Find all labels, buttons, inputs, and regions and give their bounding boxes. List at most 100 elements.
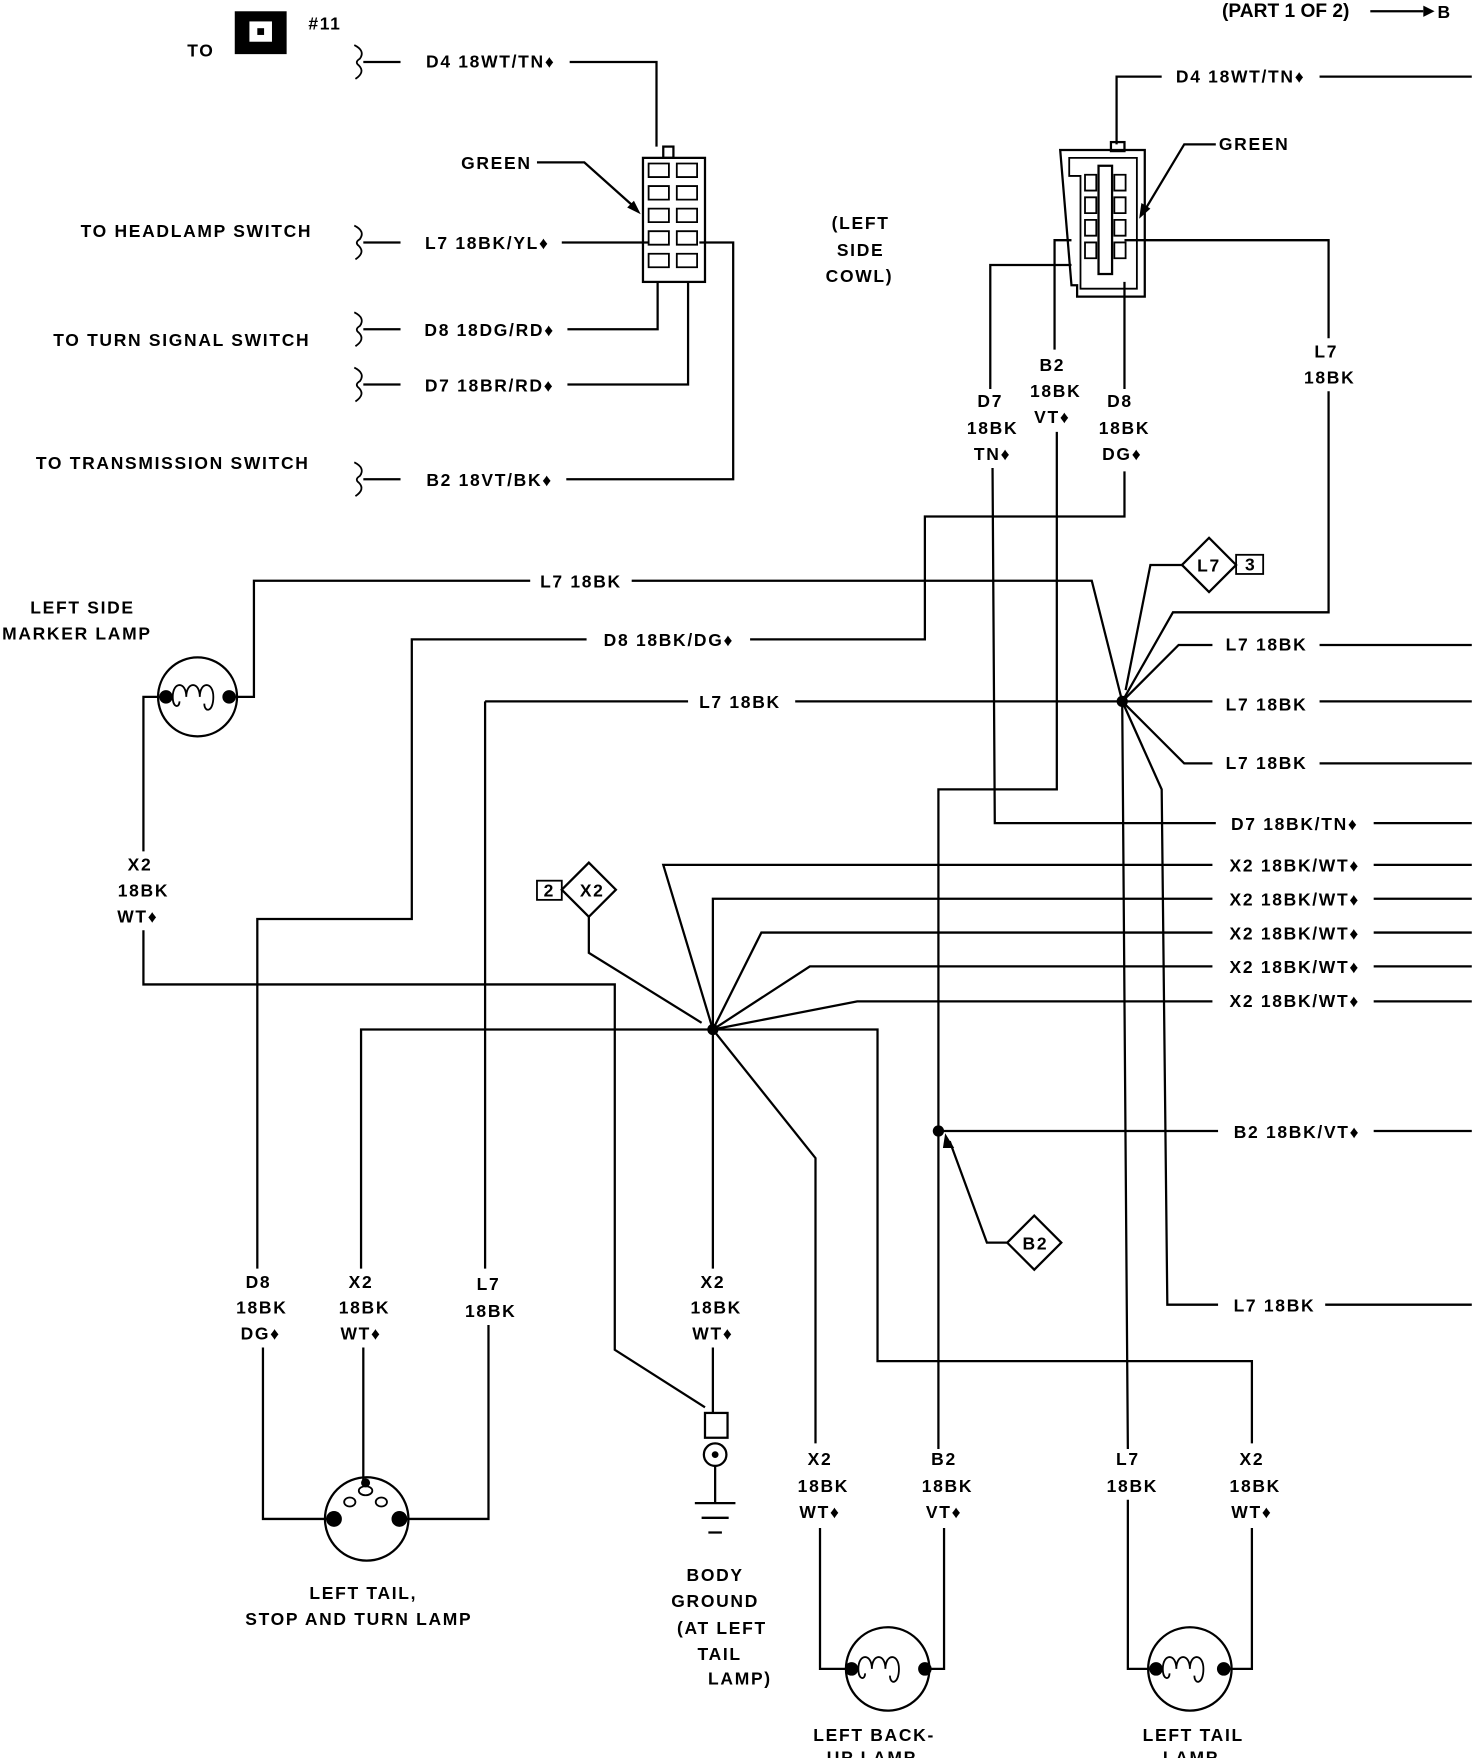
wire-label: D7 (977, 391, 1003, 411)
wire-label: DG♦ (1102, 444, 1142, 464)
splice-number: 3 (1245, 555, 1256, 575)
wire-label: L7 18BK (1226, 694, 1308, 714)
splice-junction-dot (932, 1125, 945, 1137)
lamp-terminal (1216, 1662, 1231, 1676)
wire-label: L7 (1314, 341, 1338, 361)
wire-label: DG♦ (241, 1324, 281, 1344)
wire-label: X2 (808, 1449, 833, 1469)
lamp-terminal (361, 1478, 371, 1488)
splice-number: 2 (544, 880, 555, 900)
ground-label: (AT LEFT (677, 1618, 767, 1638)
lamp-label: LEFT TAIL, (309, 1583, 417, 1603)
wire-d7-right (989, 263, 1472, 825)
wire-break-icon (353, 311, 363, 347)
wire-label: D8 (246, 1272, 272, 1292)
wire-label: L7 18BK (699, 692, 781, 712)
wire-x2-backup (712, 1028, 849, 1671)
wire-label: VT♦ (1034, 407, 1070, 427)
wire-label: L7 18BK (1226, 635, 1308, 655)
lamp-terminal (1149, 1662, 1163, 1676)
wire-label: L7 (1116, 1449, 1140, 1469)
ref-label: B (1438, 2, 1452, 22)
components (156, 11, 1265, 1712)
wire-label: 18BK (1304, 367, 1355, 387)
location-label: COWL) (826, 266, 894, 286)
destination-label: TO TURN SIGNAL SWITCH (53, 330, 310, 350)
wire-label: X2 18BK/WT♦ (1230, 991, 1360, 1011)
wire-x2-2 (711, 897, 1472, 1030)
part-label: (PART 1 OF 2) (1222, 1, 1349, 22)
wire-label: D8 (1107, 391, 1133, 411)
wire-label: WT♦ (692, 1324, 733, 1344)
lamp-terminal (222, 690, 236, 704)
arrow-head-b2 (942, 1133, 955, 1148)
left-tail-stop-turn-lamp (323, 1476, 410, 1562)
wire-b2-right (928, 239, 1072, 1671)
arrow-head-green-l (627, 200, 641, 215)
wire-label: B2 (1039, 355, 1065, 375)
wire-label: D7 18BR/RD♦ (425, 375, 554, 395)
destination-label: TO HEADLAMP SWITCH (81, 221, 313, 241)
lamp-label: UP LAMP (827, 1748, 917, 1758)
ground-label: GROUND (671, 1591, 759, 1611)
wire-label: 18BK (1099, 418, 1150, 438)
wire-label: D7 18BK/TN♦ (1231, 814, 1359, 834)
wire-label: WT♦ (117, 906, 158, 926)
wire-d8-left (567, 281, 659, 331)
wire-label: WT♦ (799, 1502, 840, 1522)
connector-color-label: GREEN (461, 153, 532, 173)
wire-label: D4 18WT/TN♦ (1176, 66, 1305, 86)
wire-d4-right (1115, 75, 1472, 145)
lamp-terminal (326, 1511, 342, 1527)
lamp-label: MARKER LAMP (2, 623, 152, 643)
wire-label: D8 18DG/RD♦ (424, 320, 554, 340)
filament-icon (1161, 1656, 1205, 1683)
green-leader-right (1142, 143, 1216, 213)
lamp-label: LAMP (1163, 1748, 1219, 1758)
wire-x2-tail (359, 1028, 713, 1483)
wire-label: X2 (128, 855, 153, 875)
body-ground-icon (694, 1411, 736, 1534)
ground-label: LAMP) (708, 1669, 772, 1689)
wire-label: 18BK (922, 1476, 973, 1496)
wire-x2-marker (142, 695, 706, 1409)
wire-d8-right (256, 281, 1126, 1521)
filament-icon (374, 1496, 388, 1508)
lamp-label: STOP AND TURN LAMP (245, 1609, 472, 1629)
wire-label: 18BK (339, 1298, 390, 1318)
wire-x2-3 (711, 931, 1472, 1031)
wire-b2-left (566, 241, 735, 481)
wire-d7-left (567, 281, 690, 386)
location-label: (LEFT (832, 213, 890, 233)
wire-label: TN♦ (974, 444, 1011, 464)
splice-junction-dot (1116, 695, 1128, 708)
wire-label: D8 18BK/DG♦ (604, 630, 734, 650)
wire-l7-right (1121, 239, 1330, 702)
splice-x2-diamond (560, 861, 618, 919)
connector-11-icon (234, 11, 287, 55)
wire-label: X2 (1240, 1449, 1265, 1469)
wire-label: 18BK (798, 1476, 849, 1496)
wire-l7-left (400, 701, 490, 1521)
wire-label: X2 (701, 1272, 726, 1292)
wire-l7-down (1121, 701, 1157, 1671)
wire-label: D4 18WT/TN♦ (426, 52, 555, 72)
splice-x2-leader (587, 915, 703, 1024)
wire-label: X2 18BK/WT♦ (1230, 889, 1360, 909)
wire-label: B2 18BK/VT♦ (1234, 1122, 1361, 1142)
ground-label: TAIL (698, 1644, 742, 1664)
wire-label: 18BK (118, 880, 169, 900)
wire-label: X2 (349, 1272, 374, 1292)
filament-icon (171, 684, 215, 711)
filament-icon (857, 1656, 900, 1683)
splice-b2-diamond (1005, 1214, 1063, 1272)
wire-label: 18BK (236, 1298, 287, 1318)
wire-break-icon (353, 44, 363, 80)
wire-label: X2 18BK/WT♦ (1230, 856, 1360, 876)
left-tail-lamp (1147, 1626, 1233, 1712)
wire-label: 18BK (1107, 1476, 1158, 1496)
connector-number: #11 (308, 13, 341, 33)
right-green-connector (1058, 140, 1146, 298)
wire-label: 18BK (1030, 381, 1081, 401)
